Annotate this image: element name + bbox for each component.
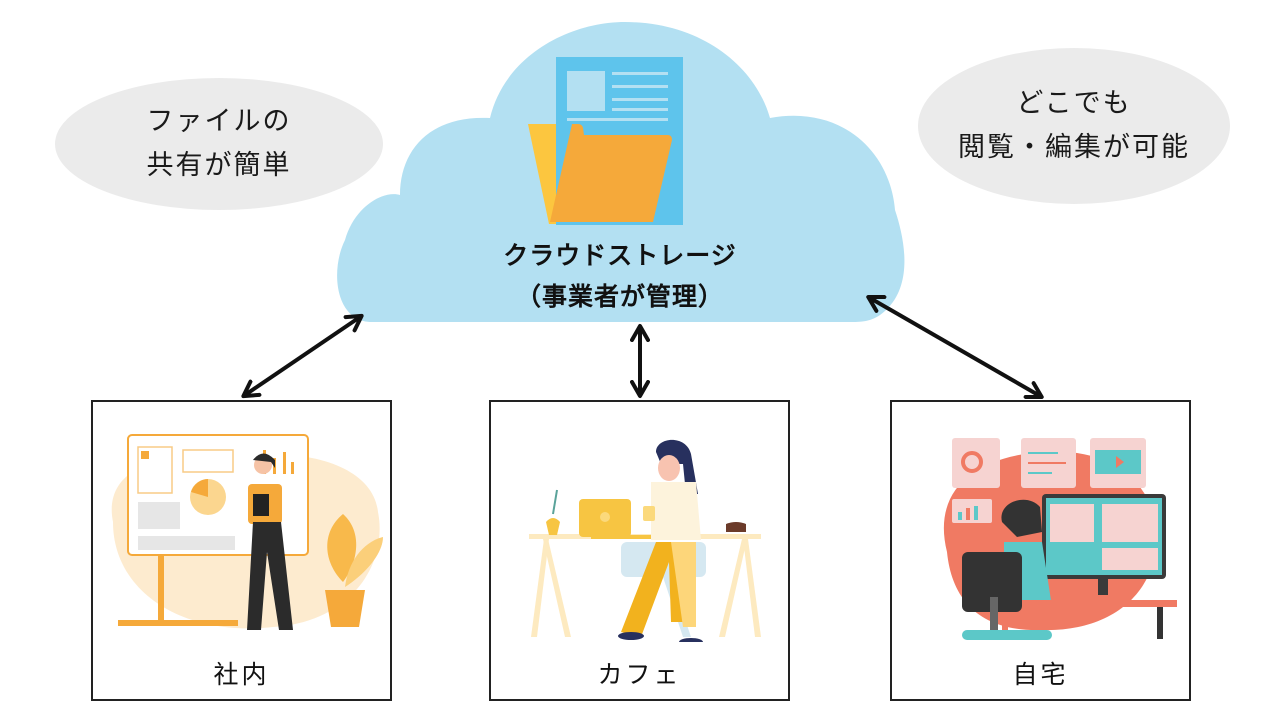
location-box-office: 社内 — [91, 400, 392, 701]
benefit-bubble-sharing: ファイルの 共有が簡単 — [55, 78, 383, 210]
benefit-bubble-anywhere: どこでも 閲覧・編集が可能 — [918, 48, 1230, 204]
cloud-title: クラウドストレージ — [503, 241, 737, 270]
office-presentation-illustration — [111, 434, 383, 630]
arrow-cloud-home — [866, 295, 1044, 399]
connection-arrows — [241, 295, 1044, 399]
location-box-home: 自宅 — [890, 400, 1191, 701]
location-box-cafe: カフェ — [489, 400, 790, 701]
benefit-text-line1: ファイルの — [146, 106, 292, 137]
location-label-office: 社内 — [213, 660, 270, 689]
cloud-subtitle: （事業者が管理） — [515, 282, 724, 311]
home-computer-illustration — [943, 438, 1177, 640]
location-label-cafe: カフェ — [597, 660, 682, 689]
folder-with-document-icon — [528, 57, 683, 225]
benefit-text-line2: 共有が簡単 — [146, 150, 292, 181]
benefit-text-line2: 閲覧・編集が可能 — [958, 132, 1190, 163]
arrow-cloud-office — [241, 313, 364, 399]
benefit-text-line1: どこでも — [1016, 88, 1132, 119]
cafe-laptop-illustration — [529, 439, 761, 642]
location-label-home: 自宅 — [1012, 660, 1069, 689]
